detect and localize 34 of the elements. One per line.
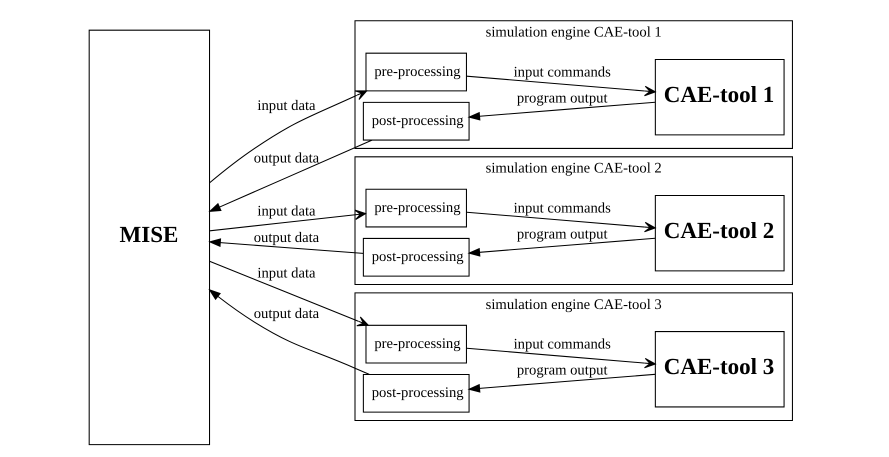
arrow — [466, 348, 656, 368]
arrow — [208, 140, 372, 212]
edge-label: program output — [516, 362, 608, 379]
node-box: CAE-tool 1 — [654, 58, 784, 136]
node-box: post-processing — [362, 102, 470, 141]
node-box: pre-processing — [364, 324, 466, 364]
edge-label: output data — [253, 230, 319, 246]
arrow — [208, 288, 370, 375]
arrow — [467, 102, 655, 121]
node-box: post-processing — [362, 374, 470, 413]
edge-label: input commands — [513, 200, 610, 216]
arrow — [466, 76, 656, 96]
node-box: MISE — [88, 30, 210, 446]
node-box: CAE-tool 3 — [654, 331, 784, 408]
arrow — [209, 260, 368, 326]
arrow — [208, 90, 367, 184]
edge-label: input commands — [513, 336, 610, 353]
arrow — [208, 238, 363, 254]
arrow — [209, 210, 366, 232]
node-box: post-processing — [362, 238, 470, 277]
edge-label: input commands — [513, 64, 610, 80]
edge-label: program output — [516, 226, 608, 243]
arrow — [466, 212, 656, 232]
edge-label: input data — [256, 204, 316, 220]
arrow — [467, 374, 655, 393]
arrow — [467, 238, 655, 257]
edge-label: program output — [516, 90, 608, 107]
node-box: pre-processing — [364, 188, 466, 228]
edge-label: input data — [256, 98, 316, 114]
edge-label: output data — [253, 150, 319, 166]
node-box: pre-processing — [364, 52, 466, 92]
edge-label: input data — [256, 265, 316, 282]
edge-label: output data — [253, 306, 319, 322]
node-box: CAE-tool 2 — [654, 195, 784, 272]
